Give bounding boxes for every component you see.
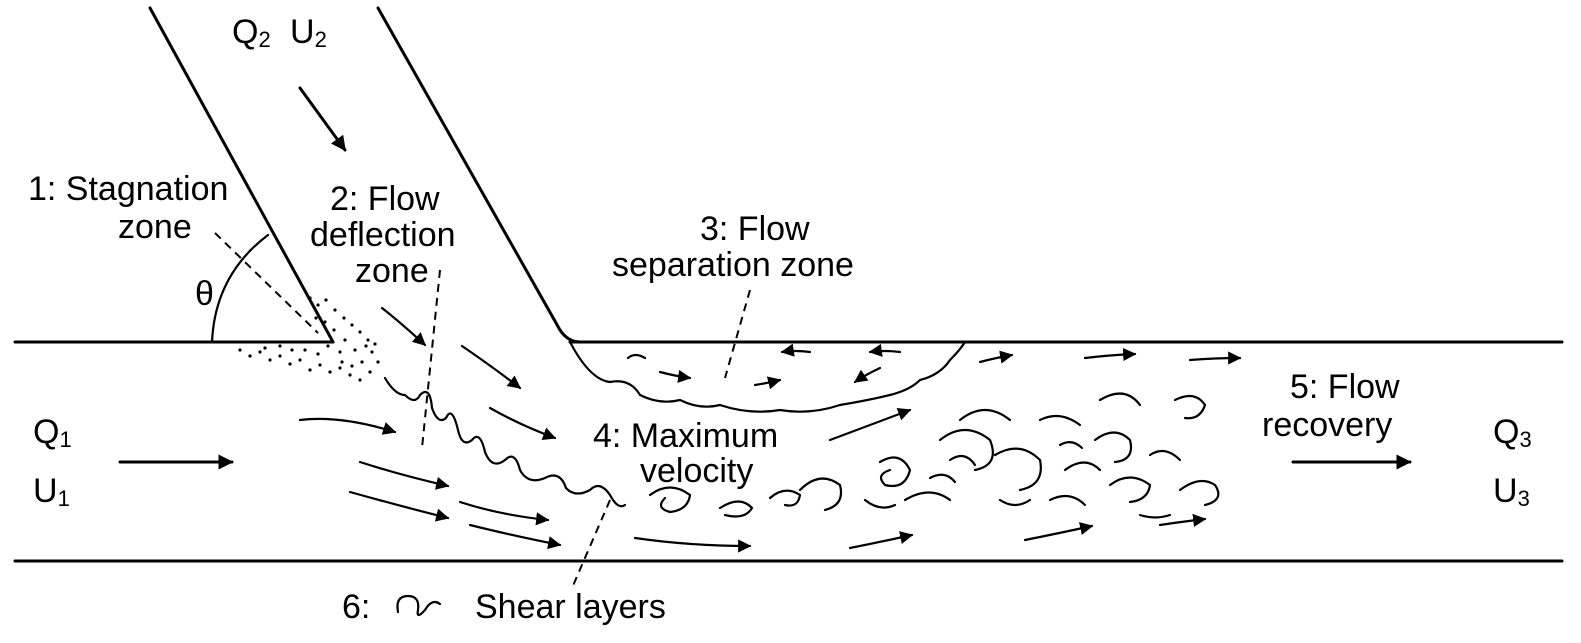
separation-zone-pointer bbox=[724, 289, 751, 379]
zone2-label-line1: 2: Flow bbox=[330, 180, 440, 218]
angle-label: θ bbox=[195, 275, 214, 313]
stagnation-pointer-line bbox=[214, 232, 319, 334]
zone5-label-line1: 5: Flow bbox=[1290, 368, 1400, 406]
shear-layer-symbol-icon bbox=[396, 594, 442, 617]
stagnation-stipple bbox=[238, 296, 380, 382]
zone6-label-prefix: 6: bbox=[342, 588, 370, 626]
branch-velocity-label: U2 bbox=[290, 13, 327, 52]
inlet-velocity-label: U1 bbox=[33, 472, 70, 511]
zone2-label-line3: zone bbox=[355, 252, 429, 290]
branch-flow-arrow bbox=[298, 86, 347, 152]
main-pipe bbox=[13, 340, 1564, 563]
streamline-arrows bbox=[298, 306, 1242, 553]
zone4-label-line1: 4: Maximum bbox=[593, 417, 778, 455]
zone6-label: Shear layers bbox=[475, 588, 666, 626]
zone3-label-line2: separation zone bbox=[612, 246, 854, 284]
shear-layer-pointer bbox=[571, 499, 611, 589]
branch-pipe-left-wall bbox=[148, 6, 335, 344]
zone2-label-line2: deflection bbox=[310, 216, 456, 254]
zone3-label-line1: 3: Flow bbox=[700, 210, 810, 248]
branch-pipe-right-wall bbox=[376, 6, 582, 344]
inlet-flow-label: Q1 bbox=[33, 413, 72, 452]
branch-pipe bbox=[148, 6, 582, 344]
separation-zone-boundary bbox=[568, 340, 967, 413]
outlet-velocity-label: U3 bbox=[1493, 472, 1530, 511]
turbulent-eddies bbox=[648, 392, 1220, 519]
separation-zone-arrows bbox=[626, 343, 902, 390]
deflection-zone-pointer bbox=[421, 269, 441, 449]
angle-arc bbox=[210, 233, 270, 344]
branch-flow-label: Q2 bbox=[232, 13, 271, 52]
shear-layer-curve bbox=[383, 376, 627, 508]
zone5-label-line2: recovery bbox=[1262, 406, 1392, 444]
zone1-label-line1: 1: Stagnation bbox=[28, 170, 228, 208]
outlet-flow-label: Q3 bbox=[1493, 413, 1532, 452]
zone4-label-line2: velocity bbox=[640, 452, 753, 490]
zone1-label-line2: zone bbox=[118, 208, 192, 246]
